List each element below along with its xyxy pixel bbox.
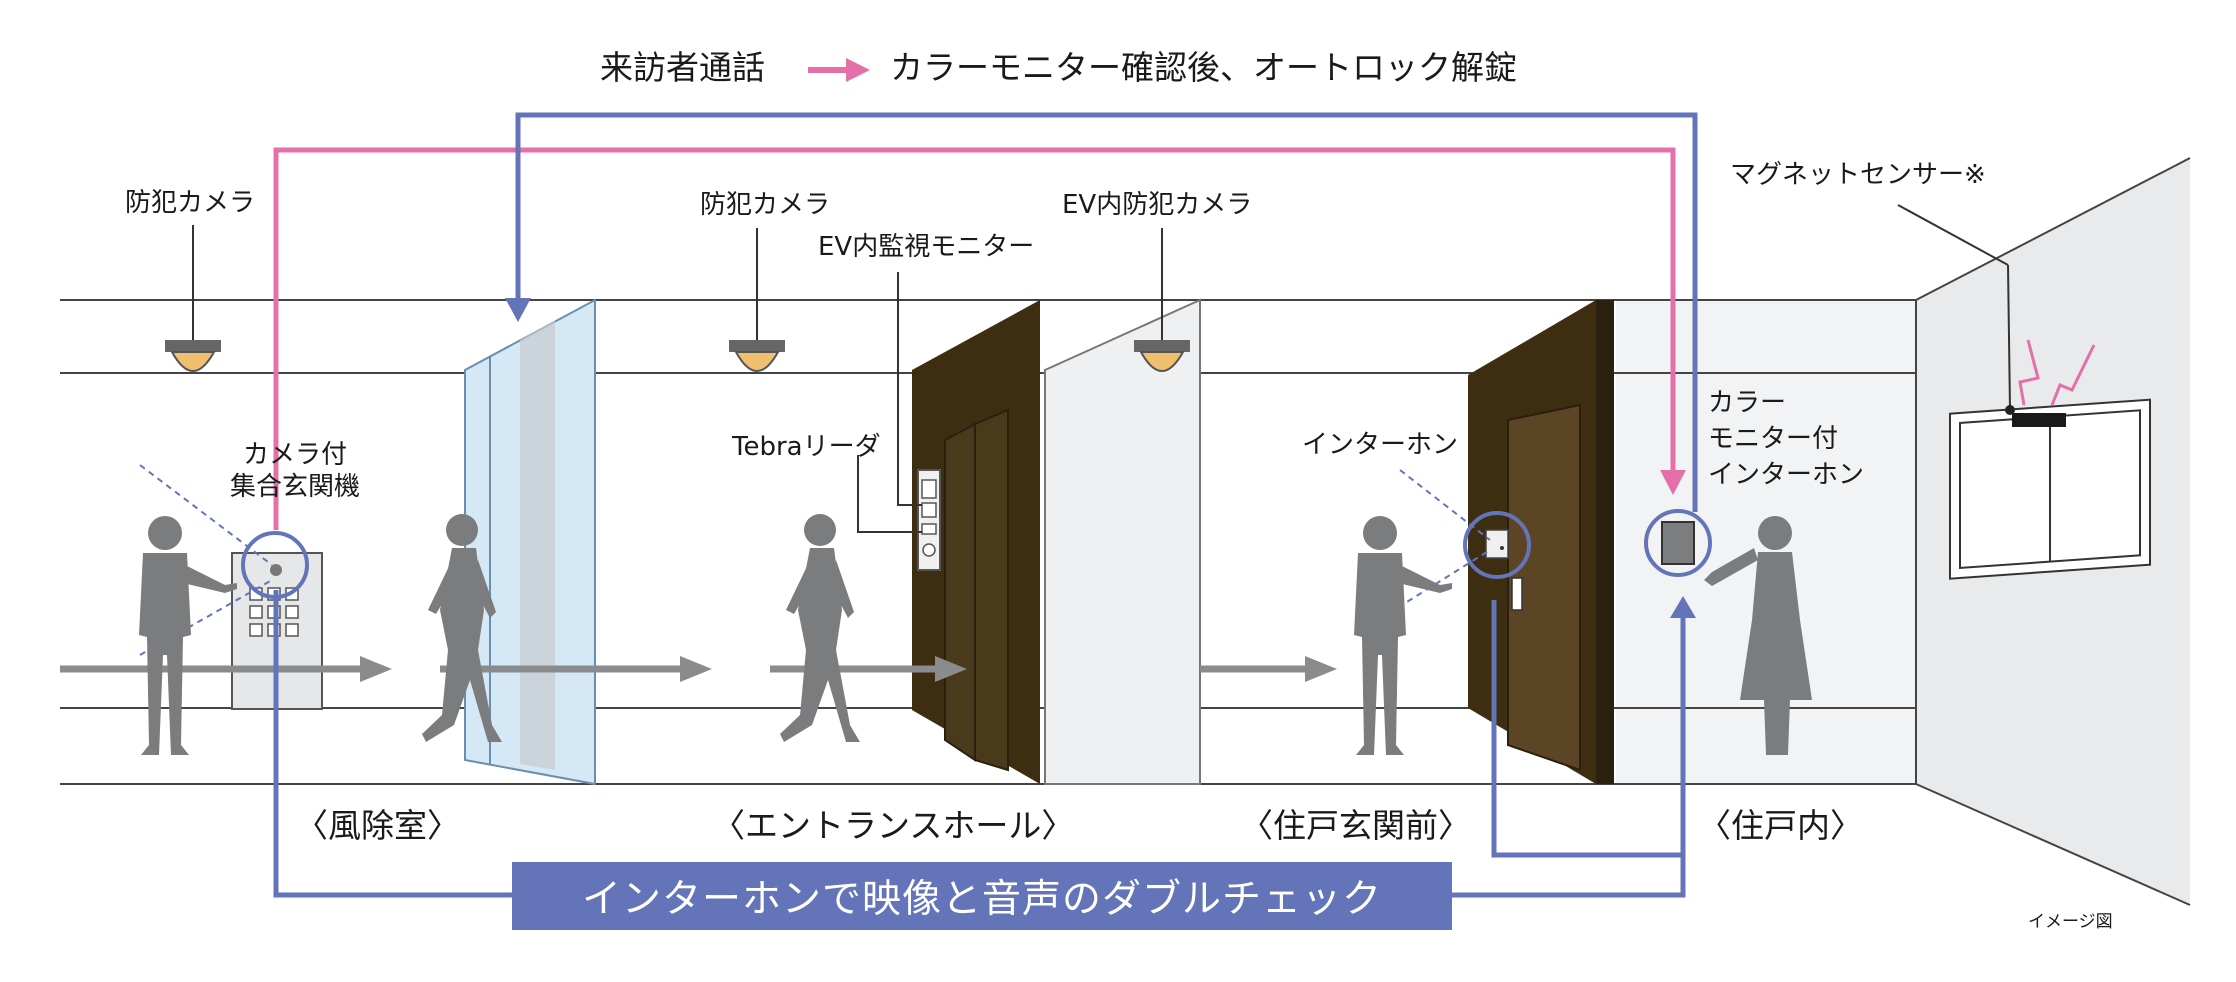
device-highlight-circles — [241, 509, 1712, 599]
label-ev-camera: EV内防犯カメラ — [1062, 190, 1253, 220]
label-panel-line2: 集合玄関機 — [229, 472, 360, 502]
label-camera-1: 防犯カメラ — [125, 188, 256, 218]
label-panel-line1: カメラ付 — [242, 440, 347, 470]
visitor-at-panel — [139, 516, 237, 755]
color-monitor-intercom-device — [1661, 521, 1695, 565]
alarm-zigzag-icon — [2018, 339, 2096, 406]
zone-windbreak: 〈風除室〉 — [295, 806, 460, 845]
legend-right-text: カラーモニター確認後、オートロック解錠 — [890, 48, 1517, 87]
security-camera-1 — [165, 225, 221, 372]
zone-front-door: 〈住戸玄関前〉 — [1240, 806, 1471, 845]
double-check-banner: インターホンで映像と音声のダブルチェック — [512, 862, 1452, 930]
unit-front-door — [1468, 300, 1614, 784]
ev-security-camera — [1134, 228, 1190, 372]
resident-figure — [1704, 516, 1812, 755]
elevator-glass-partition — [1044, 298, 1201, 785]
label-monitor-line1: カラー — [1708, 388, 1787, 418]
label-magnet-sensor: マグネットセンサー※ — [1730, 160, 1986, 190]
visitor-call-route — [273, 147, 1686, 530]
tebra-reader-panel — [917, 469, 941, 571]
label-door-intercom: インターホン — [1302, 430, 1459, 460]
leader-lines — [857, 204, 2015, 533]
zone-entrance-hall: 〈エントランスホール〉 — [712, 806, 1075, 845]
door-intercom-device — [1485, 529, 1509, 559]
legend-left-text: 来訪者通話 — [600, 48, 765, 87]
legend-arrow — [808, 58, 870, 82]
label-camera-2: 防犯カメラ — [700, 190, 831, 220]
visitor-at-door — [1354, 516, 1452, 755]
unlock-route — [505, 112, 1698, 512]
windbreak-glass-door — [464, 298, 596, 786]
visitor-figures — [139, 514, 1812, 755]
label-monitor-line2: モニター付 — [1708, 424, 1839, 454]
label-tebra-reader: Tebraリーダ — [732, 432, 881, 462]
label-monitor-line3: インターホン — [1708, 460, 1865, 490]
window — [1949, 398, 2151, 580]
security-camera-2 — [729, 228, 785, 372]
zone-inside-unit: 〈住戸内〉 — [1698, 806, 1863, 845]
label-ev-monitor: EV内監視モニター — [818, 232, 1035, 262]
flow-arrows — [60, 656, 1337, 682]
image-note: イメージ図 — [2028, 912, 2113, 932]
